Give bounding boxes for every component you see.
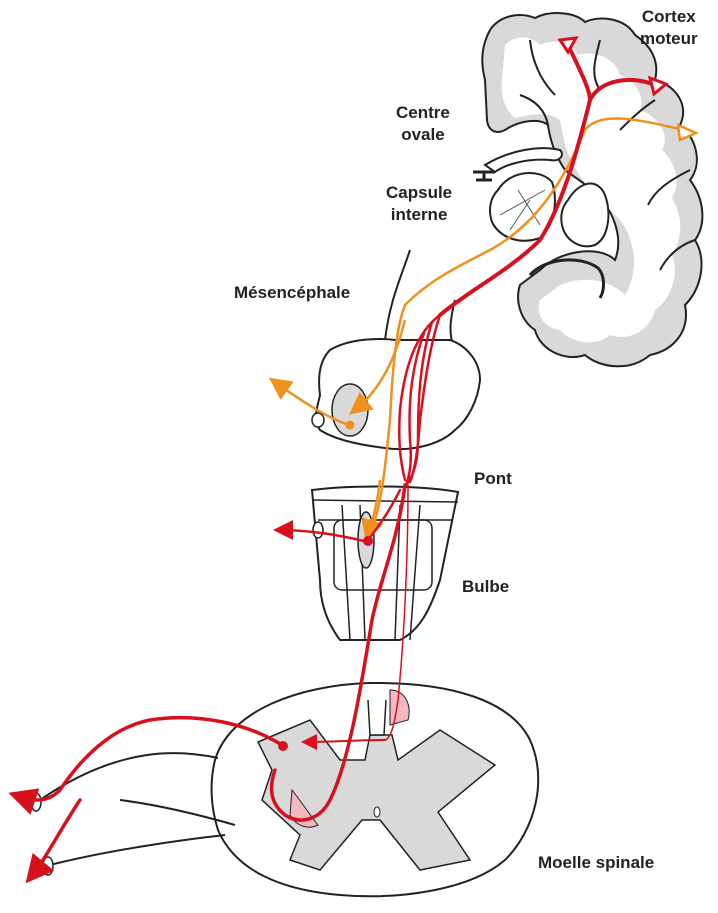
label-capsule-interne: Capsule interne (386, 182, 452, 226)
red-pons-nucleus-dot (363, 536, 373, 546)
label-cortex-moteur: Cortex moteur (640, 6, 698, 50)
label-cortex-line1: Cortex (640, 6, 698, 28)
red-axon-lower-branch (30, 800, 80, 878)
brainstem-outlines (31, 250, 538, 896)
corpus-callosum (485, 148, 562, 172)
label-centre-ovale: Centre ovale (396, 102, 450, 146)
spinal-root-upper (40, 753, 218, 800)
red-motor-neuron-dot (278, 741, 288, 751)
label-cortex-line2: moteur (640, 28, 698, 50)
label-centre-line1: Centre (396, 102, 450, 124)
label-capsule-line2: interne (386, 204, 452, 226)
root-ring-upper (31, 793, 41, 811)
pons-nerve-exit (313, 522, 323, 538)
label-pont: Pont (474, 468, 512, 490)
cerebral-peduncle-left (385, 250, 410, 340)
fornix-t (473, 172, 495, 180)
label-capsule-line1: Capsule (386, 182, 452, 204)
lentiform-nucleus (561, 184, 608, 247)
central-canal (374, 807, 380, 817)
orange-terminal-triangle (678, 125, 696, 140)
label-bulbe: Bulbe (462, 576, 509, 598)
orange-nucleus-dot (346, 421, 355, 430)
label-moelle-spinale: Moelle spinale (538, 852, 654, 874)
label-centre-line2: ovale (396, 124, 450, 146)
label-mesencephale: Mésencéphale (234, 282, 350, 304)
spinal-root-lower (50, 835, 225, 865)
anterior-median-fissure (368, 700, 386, 735)
mesencephalon-nerve-exit (312, 413, 324, 427)
brain-hemisphere (473, 13, 702, 366)
